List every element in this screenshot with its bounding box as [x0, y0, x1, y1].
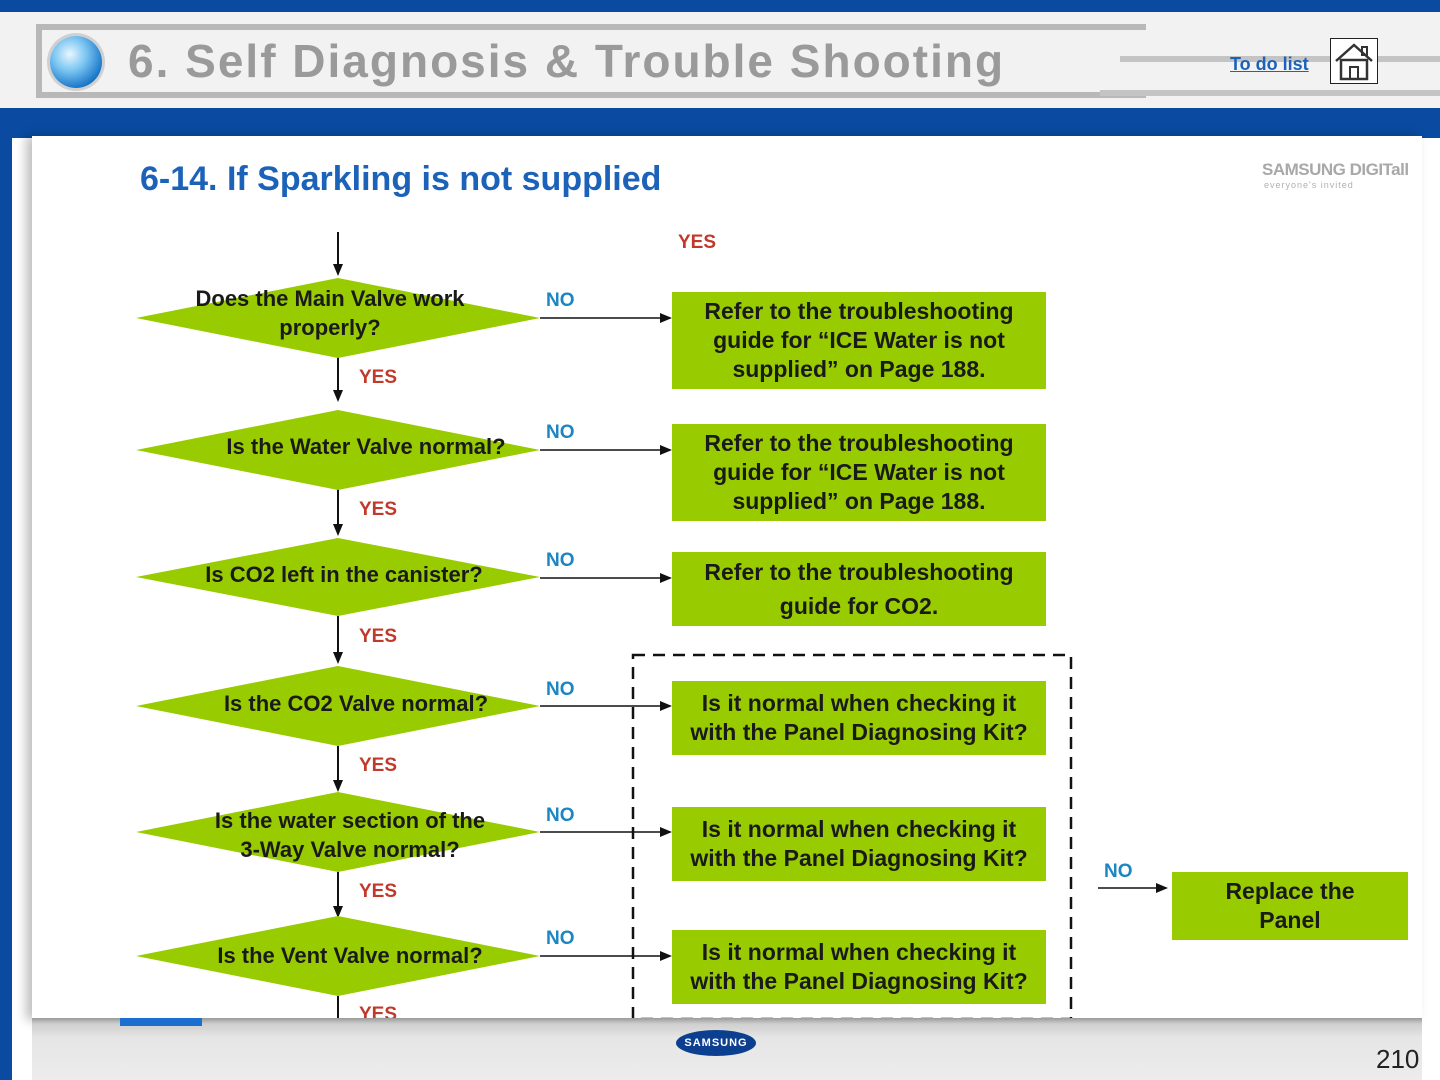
side-stripe — [0, 108, 12, 1080]
decision-1-line-1: Does the Main Valve work — [195, 286, 465, 311]
final-line-1: Replace the — [1225, 878, 1355, 904]
no-label-group: NO — [1104, 861, 1133, 882]
result-3-line-2: guide for CO2. — [779, 593, 939, 619]
final-line-2: Panel — [1259, 907, 1321, 933]
no-label-4: NO — [546, 679, 575, 700]
result-1-line-1: Refer to the troubleshooting — [704, 298, 1014, 324]
home-button[interactable] — [1330, 38, 1378, 84]
samsung-digital-logo: SAMSUNG DIGITall — [1262, 160, 1409, 179]
yes-label-1: YES — [359, 367, 398, 388]
decision-1-line-2: properly? — [279, 315, 381, 340]
yes-label-4: YES — [359, 755, 398, 776]
samsung-digital-tagline: everyone's invited — [1264, 180, 1354, 190]
home-icon — [1335, 43, 1373, 81]
decision-label-1: Does the Main Valve work properly? — [160, 284, 500, 342]
result-5-line-2: with the Panel Diagnosing Kit? — [690, 845, 1028, 871]
page-title: 6. Self Diagnosis & Trouble Shooting — [128, 35, 1006, 87]
decision-5-line-1: Is the water section of the — [214, 808, 486, 833]
result-box-5: Is it normal when checking it with the P… — [672, 807, 1046, 881]
decision-label-6: Is the Vent Valve normal? — [180, 941, 520, 970]
yes-label-5: YES — [359, 881, 398, 902]
yes-label-2: YES — [359, 499, 398, 520]
decision-diamond-3 — [136, 538, 540, 616]
decision-label-2: Is the Water Valve normal? — [196, 432, 536, 461]
final-box-replace-panel: Replace the Panel — [1172, 872, 1408, 940]
decision-2-line-1: Is the Water Valve normal? — [226, 434, 506, 459]
decision-label-5: Is the water section of the 3-Way Valve … — [180, 806, 520, 864]
footer-accent — [120, 1018, 202, 1026]
section-title: 6-14. If Sparkling is not supplied — [140, 160, 662, 198]
samsung-footer-logo: SAMSUNG — [676, 1030, 756, 1056]
result-box-4: Is it normal when checking it with the P… — [672, 681, 1046, 755]
header-top-stripe — [0, 0, 1440, 12]
result-1-line-3: supplied” on Page 188. — [732, 356, 986, 382]
decision-5-line-2: 3-Way Valve normal? — [240, 837, 460, 862]
decision-diamond-2 — [136, 410, 540, 490]
page-number: 210 — [1376, 1044, 1420, 1074]
decision-label-4: Is the CO2 Valve normal? — [186, 689, 526, 718]
decision-6-line-1: Is the Vent Valve normal? — [217, 943, 483, 968]
result-6-line-2: with the Panel Diagnosing Kit? — [690, 968, 1028, 994]
decision-diamond-6 — [136, 916, 540, 996]
no-label-2: NO — [546, 422, 575, 443]
decision-label-3: Is CO2 left in the canister? — [174, 560, 514, 589]
decision-diamond-4 — [136, 666, 540, 746]
result-box-3: Refer to the troubleshooting guide for C… — [672, 552, 1046, 626]
no-label-5: NO — [546, 805, 575, 826]
no-label-1: NO — [546, 290, 575, 311]
result-1-line-2: guide for “ICE Water is not — [713, 327, 1005, 353]
result-2-line-1: Refer to the troubleshooting — [704, 430, 1014, 456]
result-4-line-1: Is it normal when checking it — [701, 690, 1017, 716]
result-6-line-1: Is it normal when checking it — [701, 939, 1017, 965]
result-box-6: Is it normal when checking it with the P… — [672, 930, 1046, 1004]
header-rail-lower — [1100, 90, 1440, 96]
result-2-line-2: guide for “ICE Water is not — [713, 459, 1005, 485]
decision-diamond-1 — [136, 278, 540, 358]
result-box-1: Refer to the troubleshooting guide for “… — [672, 292, 1046, 389]
globe-icon — [50, 36, 102, 88]
decision-4-line-1: Is the CO2 Valve normal? — [223, 691, 489, 716]
no-label-6: NO — [546, 928, 575, 949]
result-box-2: Refer to the troubleshooting guide for “… — [672, 424, 1046, 521]
result-5-line-1: Is it normal when checking it — [701, 816, 1017, 842]
decision-diamond-5 — [136, 792, 540, 872]
result-3-line-1: Refer to the troubleshooting — [704, 559, 1014, 585]
yes-label-3: YES — [359, 626, 398, 647]
result-4-line-2: with the Panel Diagnosing Kit? — [690, 719, 1028, 745]
header-rail — [1120, 56, 1440, 62]
decision-3-line-1: Is CO2 left in the canister? — [205, 562, 483, 587]
header-frame — [36, 24, 1146, 98]
result-2-line-3: supplied” on Page 188. — [732, 488, 986, 514]
no-label-3: NO — [546, 550, 575, 571]
yes-label-top: YES — [678, 232, 717, 253]
content-top-band — [12, 108, 1440, 138]
todo-list-link[interactable]: To do list — [1230, 54, 1309, 74]
